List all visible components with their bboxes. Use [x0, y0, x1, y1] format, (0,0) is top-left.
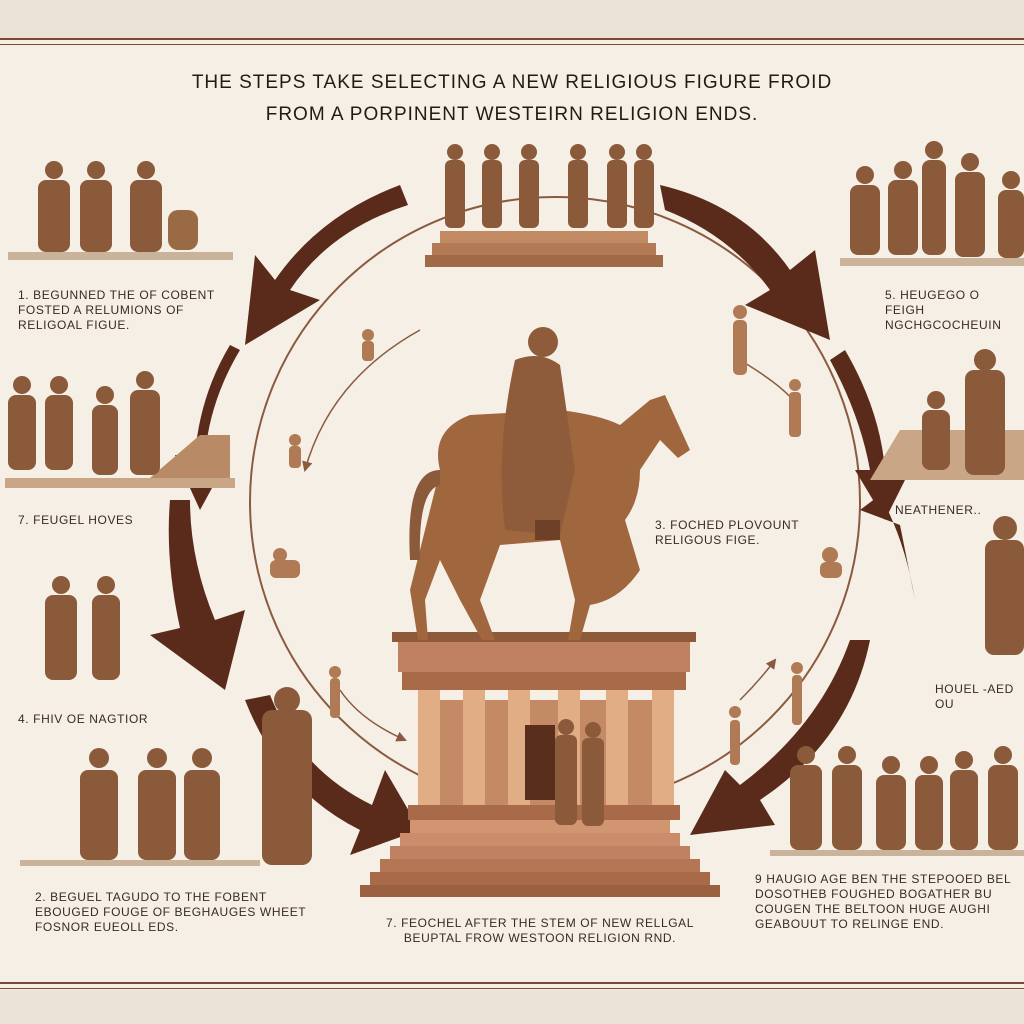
bottom-rule	[0, 982, 1024, 984]
scene-step-1	[8, 161, 233, 260]
top-rule	[0, 38, 1024, 40]
thin-arrow-lower-left	[339, 689, 407, 742]
thin-arrow-left	[302, 329, 421, 473]
title-line-2: FROM A PORPINENT WESTEIRN RELIGION ENDS.	[265, 104, 759, 125]
big-arrow-top-right	[660, 185, 830, 340]
label-right-mid: NEATHENER..	[895, 503, 982, 517]
scene-step-9	[770, 746, 1024, 856]
big-arrow-right-lower	[690, 640, 870, 835]
top-rule-thin	[0, 44, 1024, 45]
label-step-9: 9 HAUGIO AGE BEN THE STEPOOED BEL DOSOTH…	[755, 872, 1011, 931]
scene-step-4	[45, 576, 120, 680]
top-center-scene	[425, 144, 663, 267]
scene-step-2-bottom	[20, 687, 312, 866]
label-step-3: 3. FOCHED PLOVOUNT RELIGOUS FIGE.	[655, 518, 799, 547]
label-step-7-left: 7. FEUGEL HOVES	[18, 513, 134, 527]
scene-step-right-lower	[985, 516, 1024, 655]
circle-small-figures	[270, 305, 842, 765]
label-right-lower: HOUEL -AED OU	[935, 682, 1014, 711]
scene-step-right-mid	[870, 349, 1024, 480]
equestrian-statue	[409, 327, 690, 640]
thin-arrow-lower-right	[739, 658, 777, 701]
scene-step-5	[840, 141, 1024, 266]
bottom-rule-thin	[0, 988, 1024, 989]
big-arrow-top-left	[245, 185, 408, 345]
central-pedestal	[360, 632, 720, 897]
top-border-band	[0, 0, 1024, 38]
label-step-2: 2. BEGUEL TAGUDO TO THE FOBENT EBOUGED F…	[35, 890, 307, 934]
scene-step-2-left	[5, 371, 235, 488]
bottom-border-band	[0, 990, 1024, 1024]
label-step-7-bottom: 7. FEOCHEL AFTER THE STEM OF NEW RELLGAL…	[385, 916, 695, 945]
big-arrow-left-lower	[150, 500, 245, 690]
label-step-5: 5. HEUGEGO O FEIGH NGCHGCOCHEUIN	[885, 288, 1002, 332]
label-step-4: 4. FHIV OE NAGTIOR	[18, 712, 149, 726]
big-arrow-right-head	[860, 495, 915, 600]
title-line-1: THE STEPS TAKE SELECTING A NEW RELIGIOUS…	[191, 72, 833, 93]
label-step-1: 1. BEGUNNED THE OF COBENT FOSTED A RELUM…	[18, 288, 215, 332]
